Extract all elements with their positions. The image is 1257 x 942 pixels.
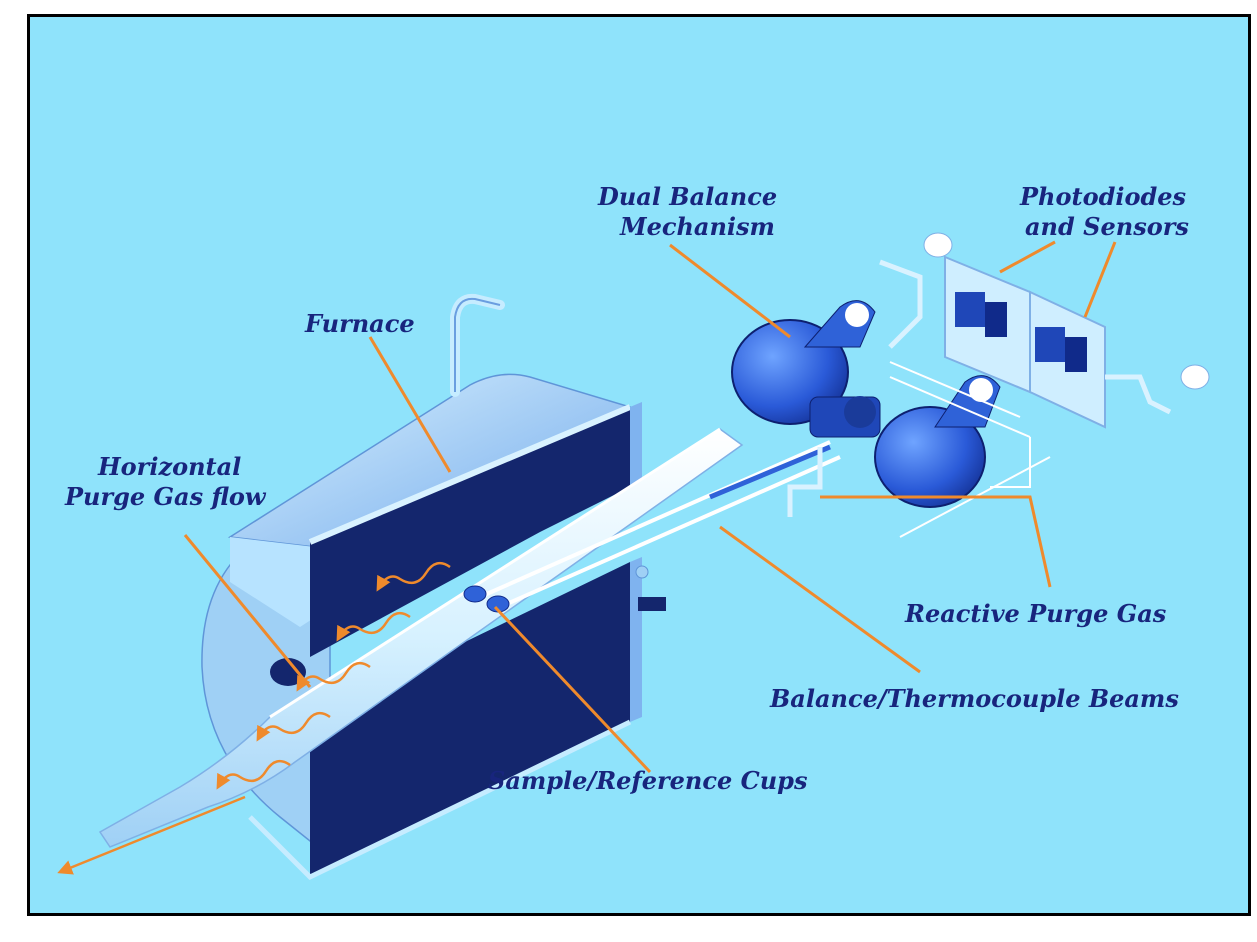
leader-reactive: [820, 495, 1052, 588]
sample-cups: [463, 585, 510, 613]
leader-dual-balance: [669, 243, 791, 339]
label-cups: Sample/Reference Cups: [488, 766, 808, 795]
leader-furnace: [368, 336, 452, 473]
labels: Furnace Horizontal Purge Gas flow Dual B…: [64, 182, 1189, 795]
tga-diagram: Furnace Horizontal Purge Gas flow Dual B…: [57, 182, 1210, 881]
leader-horizontal: [183, 534, 312, 688]
leader-cups: [493, 605, 652, 774]
label-horizontal-line2: Purge Gas flow: [64, 482, 267, 511]
leader-photodiodes-a: [999, 240, 1056, 274]
label-furnace: Furnace: [304, 309, 415, 338]
furnace: [201, 293, 666, 881]
label-horizontal-line1: Horizontal: [97, 452, 241, 481]
label-reactive-purge: Reactive Purge Gas: [904, 599, 1167, 628]
leader-lines: [183, 240, 1117, 774]
label-dual-balance-line2: Mechanism: [619, 212, 775, 241]
dual-balance-mechanism: [731, 300, 1001, 508]
label-photodiodes-line1: Photodiodes: [1019, 182, 1187, 211]
photodiodes-sensors: [879, 232, 1210, 488]
label-photodiodes-line2: and Sensors: [1025, 212, 1189, 241]
diagram-frame: Furnace Horizontal Purge Gas flow Dual B…: [27, 14, 1251, 916]
gas-flow-arrows: [57, 561, 451, 875]
label-beams: Balance/Thermocouple Beams: [769, 684, 1179, 713]
leader-beams: [719, 525, 921, 674]
beams: [479, 440, 841, 609]
label-dual-balance-line1: Dual Balance: [597, 182, 777, 211]
leader-photodiodes-b: [1083, 241, 1117, 318]
